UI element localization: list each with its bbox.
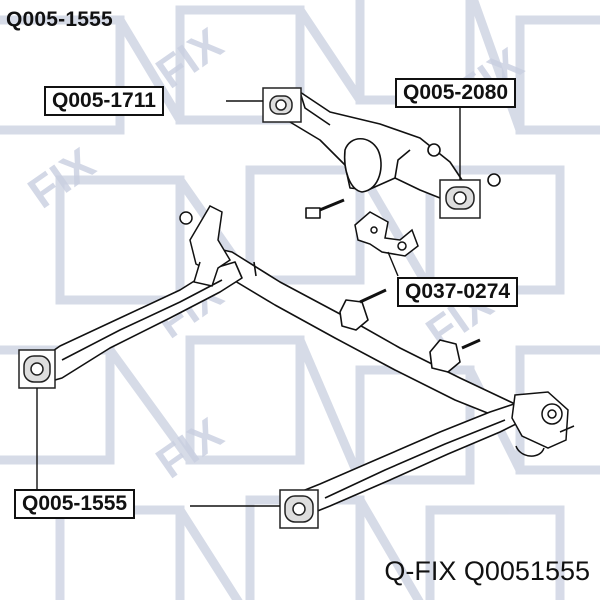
mount-bracket: [354, 211, 419, 257]
page-title: Q005-1555: [6, 8, 113, 31]
part-label-q005-1555[interactable]: Q005-1555: [14, 489, 136, 519]
leader-lines: [36, 100, 461, 507]
axle-beam: [199, 244, 521, 421]
rear-crossmember: [279, 91, 501, 219]
right-hub: [511, 391, 575, 457]
watermark-logo-text: FIX: [20, 139, 104, 218]
left-hub: [179, 205, 232, 287]
bushing-highlights: [18, 87, 481, 529]
leader-line-0274: [387, 251, 399, 277]
part-label-q005-1711[interactable]: Q005-1711: [44, 86, 164, 116]
brand-part-caption: Q-FIX Q0051555: [384, 556, 590, 586]
part-label-q037-0274[interactable]: Q037-0274: [397, 277, 519, 307]
part-label-q005-2080[interactable]: Q005-2080: [395, 78, 517, 108]
left-trailing-arm: [39, 261, 243, 383]
